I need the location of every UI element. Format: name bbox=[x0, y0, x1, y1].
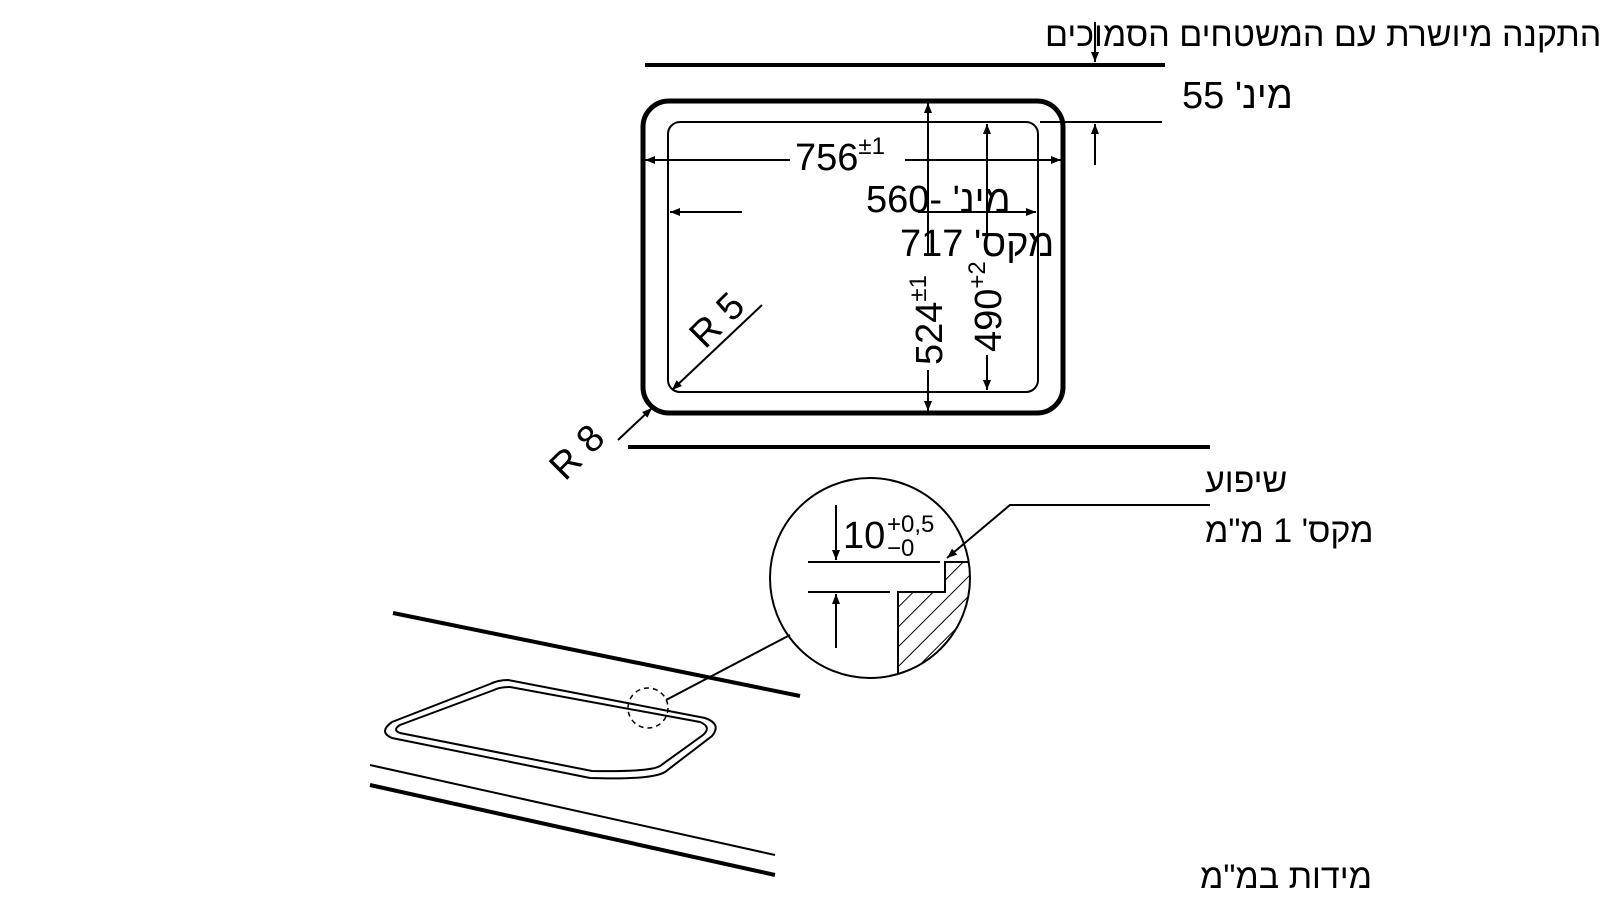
perspective-cutout-inner bbox=[395, 685, 708, 773]
inner-depth-value: 490+2 bbox=[964, 261, 1010, 352]
worktop-front-edge-1 bbox=[369, 764, 776, 856]
outer-cutout bbox=[640, 98, 1066, 416]
inner-width-min: מינ' -560 bbox=[866, 179, 1011, 221]
title-text: התקנה מיושרת עם המשטחים הסמוכים bbox=[1045, 16, 1600, 54]
outer-radius-label: R 8 bbox=[542, 417, 614, 489]
bevel-leader bbox=[946, 504, 1210, 559]
r8-leader bbox=[617, 407, 653, 441]
recess-tol-lower: −0 bbox=[887, 535, 914, 562]
inner-radius-label: R 5 bbox=[682, 285, 754, 357]
recess-tol-upper: +0,5 bbox=[887, 511, 934, 538]
perspective-cutout-outer bbox=[384, 678, 717, 780]
units-note: מידות במ"מ bbox=[1200, 858, 1372, 896]
min-gap-label: מינ' 55 bbox=[1182, 75, 1293, 117]
inner-cutout bbox=[667, 121, 1039, 393]
width-value: 756±1 bbox=[795, 133, 885, 179]
bevel-label: שיפוע bbox=[1205, 462, 1287, 500]
detail-circle bbox=[769, 477, 971, 679]
depth-value: 524±1 bbox=[905, 275, 951, 365]
r5-leader bbox=[671, 304, 763, 391]
bevel-max-label: מקס' 1 מ"מ bbox=[1205, 512, 1373, 550]
detail-leader bbox=[665, 634, 791, 701]
recess-value: 10 bbox=[843, 515, 885, 557]
detail-section bbox=[897, 561, 970, 678]
detail-marker bbox=[627, 687, 669, 729]
inner-width-max: מקס' 717 bbox=[900, 223, 1054, 265]
worktop-back-edge bbox=[392, 611, 801, 698]
worktop-front-edge-2 bbox=[369, 783, 776, 877]
